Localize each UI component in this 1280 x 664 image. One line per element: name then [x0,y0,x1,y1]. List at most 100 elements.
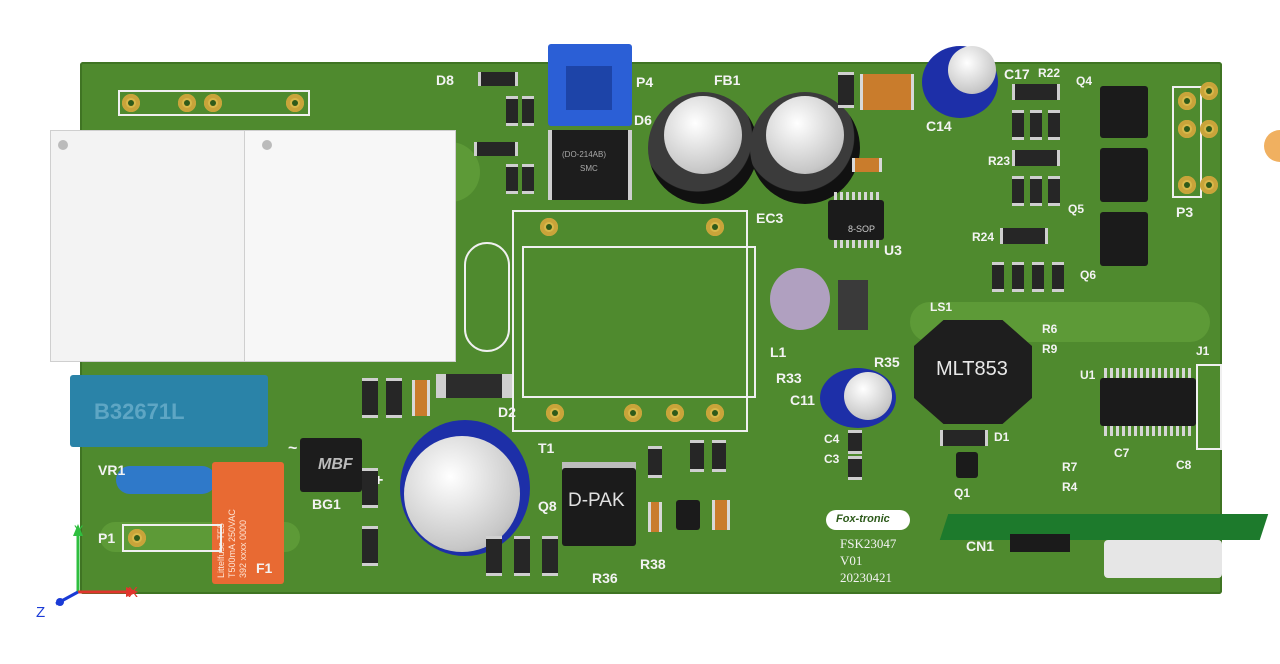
designator-label: P1 [98,530,116,546]
designator-label: FB1 [714,72,741,88]
smd-capacitor [648,502,662,532]
smc-diode: (DO-214AB) SMC [548,130,632,200]
smd-resistor [1012,84,1060,100]
board-date: 20230421 [840,570,892,585]
jst-connector [548,44,632,126]
logo-badge: Fox-tronic [826,510,910,530]
smd-resistor [712,440,726,472]
smd-resistor [1032,262,1044,292]
designator-label: D6 [634,112,652,128]
y-axis-label: Y [74,522,84,538]
cn1-board [939,514,1269,540]
smd-resistor [478,72,518,86]
transformer-outline [522,246,756,398]
pad [706,404,724,422]
smd-capacitor [848,430,862,454]
designator-label: J1 [1196,344,1210,358]
smd-resistor [362,468,378,508]
designator-label: Q6 [1080,268,1097,282]
relay-screw [262,140,272,150]
fuse-line: 392 xxxx 0000 [238,519,248,578]
buzzer-label: MLT853 [936,358,1008,380]
smd-capacitor [712,500,730,530]
pad [1178,176,1196,194]
board-part-number: FSK23047 [840,536,897,551]
smd-resistor [514,536,530,576]
designator-label: R4 [1062,480,1078,494]
designator-label: Q4 [1076,74,1093,88]
pad [1200,120,1218,138]
smc-text: (DO-214AB) [562,150,607,159]
designator-label: C8 [1176,458,1192,472]
designator-label: C4 [824,432,840,446]
cy1-outline [464,242,510,352]
designator-label: C3 [824,452,840,466]
relay-screw [58,140,68,150]
j1-outline [1196,364,1222,450]
pad [286,94,304,112]
designator-label: P4 [636,74,654,90]
relay [244,130,456,362]
designator-label: D1 [994,430,1010,444]
fuse-line: Littelfuse TE5 [216,523,226,578]
fuse-text: Littelfuse TE5 T500mA 250VAC 392 xxxx 00… [216,466,249,578]
film-capacitor: B32671L [70,375,268,447]
designator-label: C11 [790,392,815,408]
pad [666,404,684,422]
dpak-label: D-PAK [568,490,625,511]
designator-label: CN1 [966,538,995,554]
capacitor-top [948,46,996,94]
connector-outline [118,90,310,116]
bridge-plus: + [374,472,384,489]
p3-outline [1172,86,1202,198]
pad [1200,176,1218,194]
designator-label: VR1 [98,462,126,478]
smd-resistor [362,378,378,418]
z-axis-label: Z [36,604,46,621]
smd-resistor [1012,262,1024,292]
smd-resistor [362,526,378,566]
designator-label: P3 [1176,204,1194,220]
transformer-outline [512,210,748,432]
ic-pins [1104,368,1192,378]
smd-capacitor [412,380,430,416]
designator-label: U3 [884,242,902,258]
designator-label: C14 [926,118,952,134]
smd-capacitor [860,74,914,110]
board-version: V01 [840,553,863,568]
ic-8sop: 8-SOP [828,200,884,240]
designator-label: R6 [1042,322,1058,336]
varistor [116,466,216,494]
capacitor-top [664,96,742,174]
pad [1178,92,1196,110]
smd-resistor [386,378,402,418]
designator-label: C17 [1004,66,1030,82]
ic-u4 [676,500,700,530]
smd-resistor [506,96,518,126]
smd-resistor [1012,110,1024,140]
designator-label: EC3 [756,210,784,226]
origin-marker [1264,130,1280,162]
designator-label: Q8 [538,498,557,514]
smd-resistor [1012,150,1060,166]
smd-resistor [1030,176,1042,206]
film-capacitor-label: B32671L [94,399,185,424]
smd-resistor [1048,176,1060,206]
pad [1178,120,1196,138]
pad [178,94,196,112]
smd-capacitor [852,158,882,172]
connector-outline [122,524,222,552]
designator-label: R23 [988,154,1011,168]
designator-label: F1 [256,560,273,576]
x-axis-arrow [126,587,138,597]
smc-text: SMC [580,164,598,173]
designator-label: Q5 [1068,202,1085,216]
smd-resistor [506,164,518,194]
fuse: Littelfuse TE5 T500mA 250VAC 392 xxxx 00… [212,462,284,584]
designator-label: R9 [1042,342,1058,356]
pad [540,218,558,236]
d5-diode [838,280,868,330]
designator-label: LS1 [930,300,953,314]
capacitor-top [404,436,520,552]
smd-resistor [486,536,502,576]
